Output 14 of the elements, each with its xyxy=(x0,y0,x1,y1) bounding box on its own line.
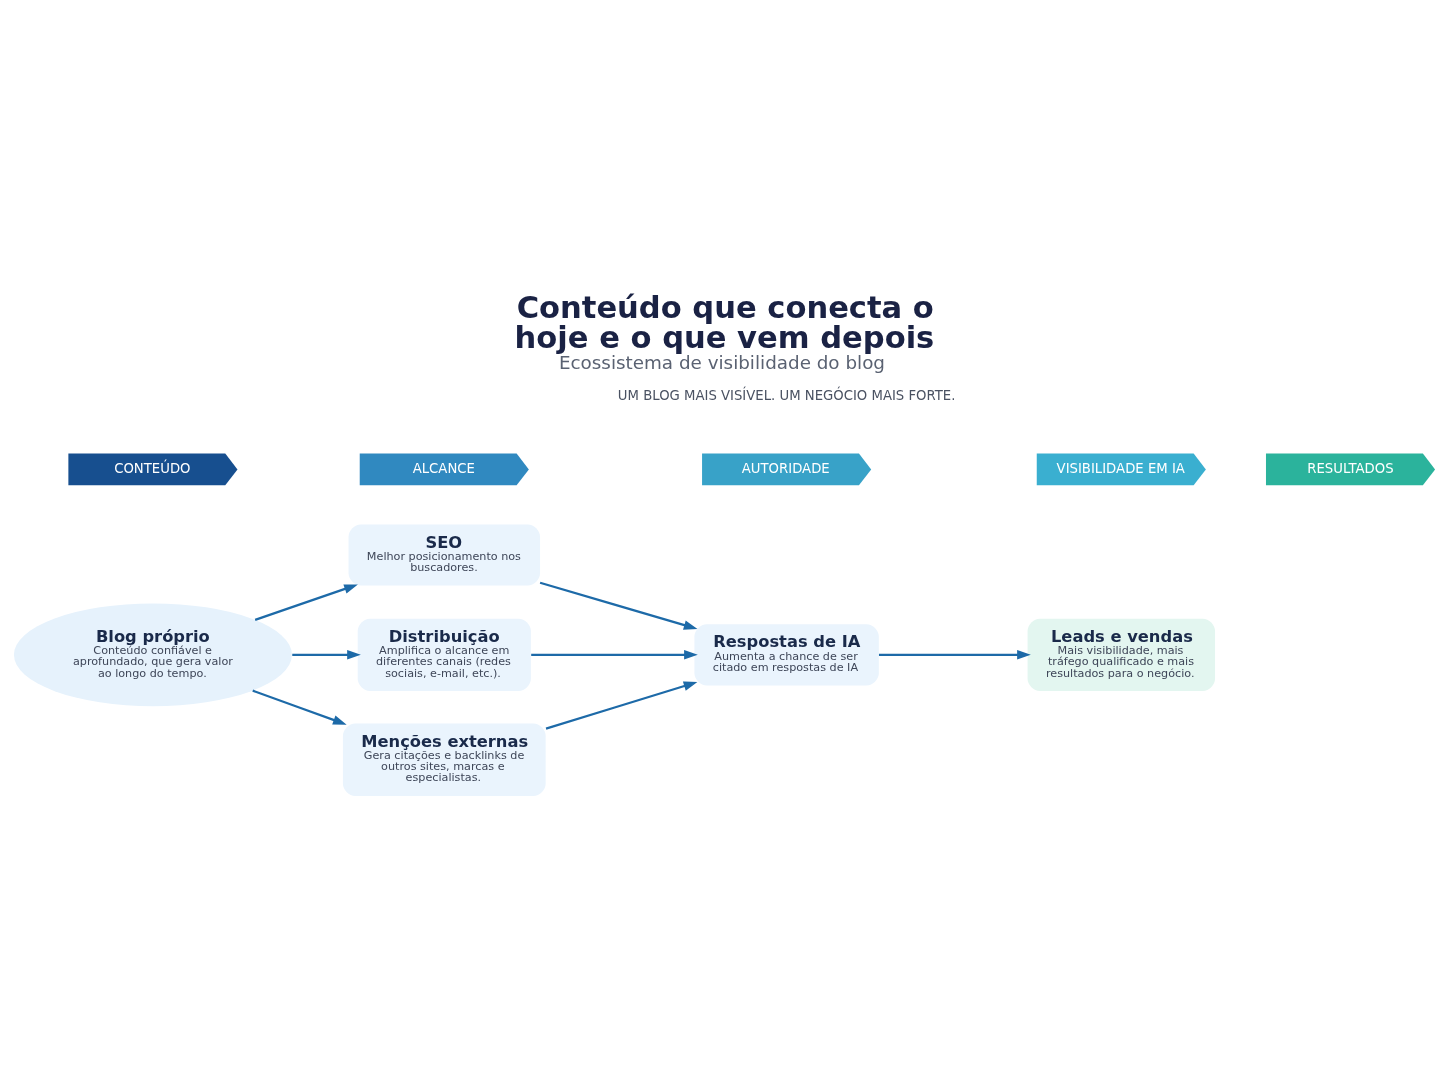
node-box: SEO Melhor posicionamento nos buscadores. xyxy=(348,524,540,586)
arrow xyxy=(530,650,698,660)
arrow xyxy=(878,650,1031,660)
node-ellipse: Blog próprio Conteúdo confiável e aprofundado, que gera valor ao longo do tempo. xyxy=(13,603,292,707)
node-box: Leads e vendas Mais visibilidade, mais tráfego qualificado e mais resultados para o negócio. xyxy=(1027,618,1215,691)
arrow xyxy=(251,689,347,725)
label: UM BLOG MAIS VISÍVEL. UM NEGÓCIO MAIS FORTE. xyxy=(617,387,955,403)
arrow xyxy=(545,681,697,730)
node-box: Distribuição Amplifica o alcance em diferentes canais (redes sociais, e-mail, etc.). xyxy=(357,618,531,691)
arrow xyxy=(539,581,697,630)
arrow xyxy=(291,650,361,660)
arrow xyxy=(254,584,358,621)
node-box: Respostas de IA Aumenta a chance de ser citado em respostas de IA xyxy=(693,624,879,686)
node-box: Menções externas Gera citações e backlinks de outros sites, marcas e especialistas. xyxy=(342,723,546,796)
